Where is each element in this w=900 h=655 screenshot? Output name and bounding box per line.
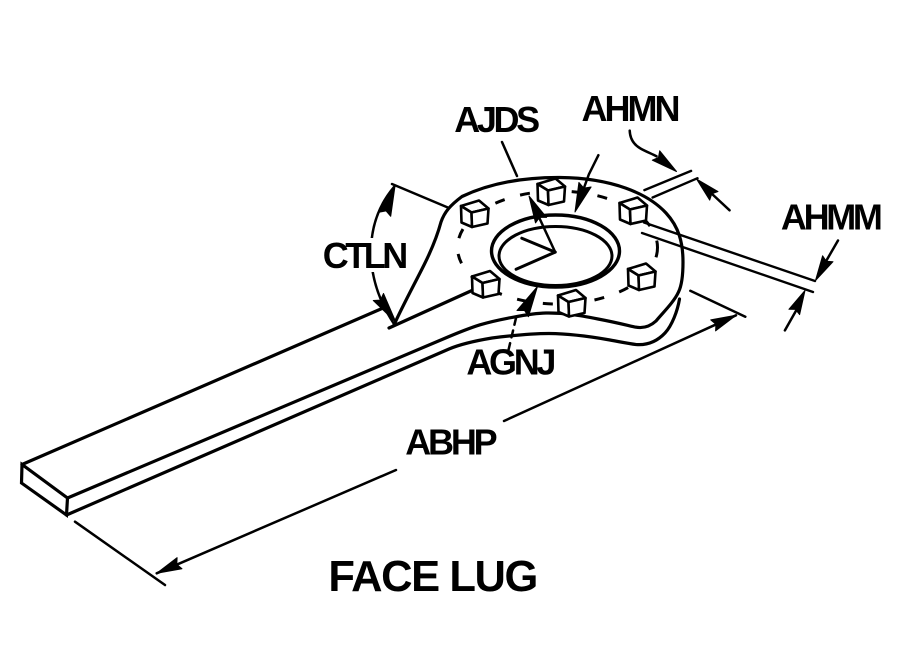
svg-text:CTLN: CTLN bbox=[323, 235, 409, 276]
svg-text:AHMN: AHMN bbox=[582, 88, 681, 129]
svg-text:ABHP: ABHP bbox=[405, 422, 498, 463]
svg-text:AJDS: AJDS bbox=[454, 99, 540, 140]
svg-text:FACE LUG: FACE LUG bbox=[328, 553, 538, 601]
svg-text:AGNJ: AGNJ bbox=[466, 341, 556, 382]
svg-text:AHMM: AHMM bbox=[781, 196, 883, 237]
